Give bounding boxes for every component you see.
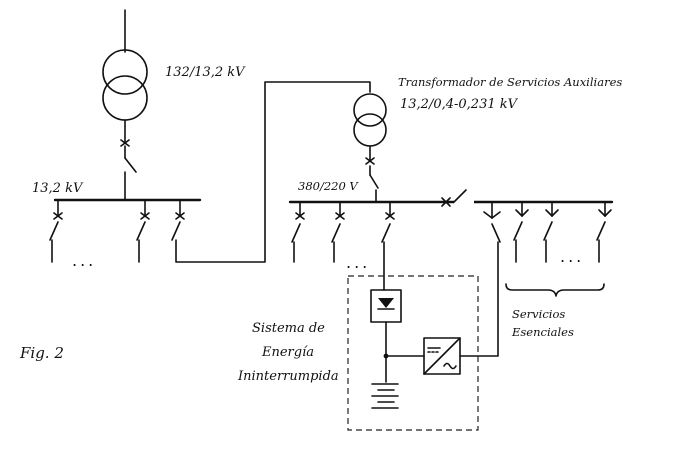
main-transformer-label: 132/13,2 kV: [165, 65, 246, 80]
ups-label-line1: Sistema de: [252, 321, 325, 336]
main-transformer: [102, 9, 148, 201]
hv-feeder-3: [171, 81, 371, 263]
battery: [371, 355, 399, 409]
hv-feeder-1: [49, 199, 63, 263]
essential-feeder-1: [513, 201, 529, 263]
hv-feeder-2: [136, 199, 150, 263]
essential-brace: [505, 283, 605, 297]
rectifier: [370, 289, 402, 357]
aux-transformer-title: Transformador de Servicios Auxiliares: [398, 75, 622, 89]
ups-label-line3: Ininterrumpida: [237, 369, 339, 384]
lv-feeder-2: [331, 201, 345, 263]
ups-label-line2: Energía: [261, 345, 314, 360]
busbar-13kv-label: 13,2 kV: [32, 181, 84, 196]
essential-supply-feeder: [459, 201, 501, 357]
lv-feeder-1: [291, 201, 305, 263]
lv-feeder-ups: [381, 201, 395, 291]
inverter: [423, 337, 461, 375]
bus-section-breaker: [441, 189, 474, 207]
figure-label: Fig. 2: [19, 344, 64, 362]
hv-continuation-dots: ...: [72, 251, 96, 270]
essential-feeder-3: [596, 201, 612, 263]
essential-label-line1: Servicios: [512, 307, 565, 321]
aux-transformer-ratio: 13,2/0,4-0,231 kV: [400, 97, 519, 112]
ups-enclosure: [347, 275, 479, 431]
lv-continuation-dots: ...: [346, 253, 370, 272]
busbar-lv-label: 380/220 V: [298, 179, 359, 193]
essential-continuation-dots: ...: [560, 247, 584, 266]
essential-label-line2: Esenciales: [511, 325, 574, 339]
aux-transformer: [353, 93, 387, 203]
essential-feeder-2: [543, 201, 559, 263]
